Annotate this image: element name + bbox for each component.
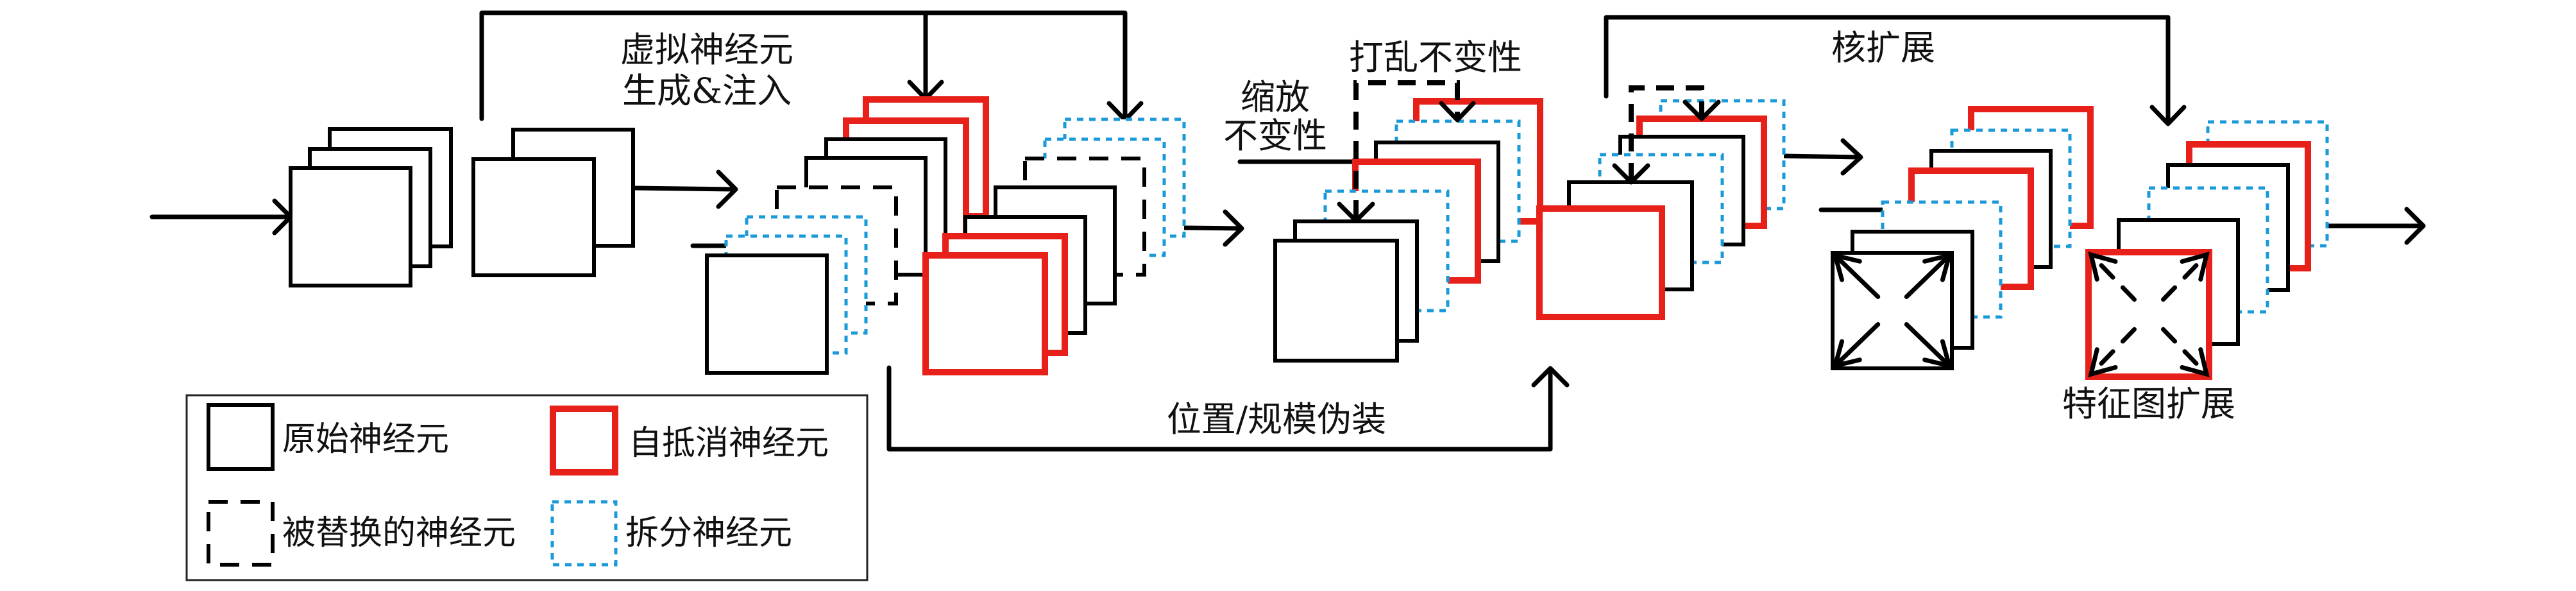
expand-arrow-head xyxy=(1832,252,1862,282)
feature-map-original xyxy=(1273,239,1399,363)
legend-label-self-cancel: 自抵消神经元 xyxy=(629,424,829,463)
expand-arrow-head xyxy=(1922,339,1953,369)
expand-arrow-shaft xyxy=(1904,253,1952,299)
featuremap-expand-arrows-icon xyxy=(2088,252,2210,377)
disguise-label: 位置/规模伪装 xyxy=(1167,399,1386,440)
legend-swatch-self-cancel xyxy=(550,406,618,475)
injection-bracket xyxy=(479,10,1144,123)
featuremap-expand-label: 特征图扩展 xyxy=(2062,384,2235,424)
feature-map-original xyxy=(705,253,829,375)
kernel-expand-arrows-icon xyxy=(1832,252,1953,369)
legend-label-original: 原始神经元 xyxy=(282,420,449,459)
expand-arrow-shaft xyxy=(2089,252,2137,302)
legend-label-split: 拆分神经元 xyxy=(625,514,792,552)
expand-arrow-head xyxy=(2180,252,2210,282)
expand-arrow-shaft xyxy=(1833,253,1881,299)
stack-featuremap-expanded xyxy=(2085,120,2329,380)
expand-arrow-head xyxy=(1922,252,1953,282)
expand-arrow-head xyxy=(1832,339,1862,369)
stack-virtual-injected-2 xyxy=(922,117,1186,375)
feature-map-original xyxy=(289,166,412,287)
expand-arrow-shaft xyxy=(1904,322,1952,368)
arrow-to-kernel-stage xyxy=(1782,138,1863,176)
virtual-neuron-label-line2: 生成&注入 xyxy=(622,71,792,111)
feature-map-original xyxy=(471,157,596,277)
feature-map-self-cancel xyxy=(1536,205,1665,320)
output-arrow xyxy=(2325,207,2426,245)
expand-arrow-head xyxy=(2088,252,2118,282)
expand-arrow-shaft xyxy=(2089,327,2137,377)
kernel-expand-bracket xyxy=(1604,15,2187,126)
expand-arrow-shaft xyxy=(1833,322,1881,368)
shuffle-invariance-label: 打乱不变性 xyxy=(1349,37,1522,78)
virtual-neuron-label-line1: 虚拟神经元 xyxy=(620,30,793,70)
arrow-to-injection xyxy=(631,169,738,209)
scale-invariance-label-line2: 不变性 xyxy=(1223,116,1327,156)
connectors xyxy=(149,10,2426,452)
expand-arrow-head xyxy=(2088,347,2118,377)
scale-invariance-label-line1: 缩放 xyxy=(1241,77,1310,117)
legend: 原始神经元 自抵消神经元 被替换的神经元 拆分神经元 xyxy=(185,394,869,581)
legend-swatch-replaced xyxy=(207,500,275,567)
shuffle-path-stage5 xyxy=(1612,85,1721,185)
labels: 虚拟神经元 生成&注入 缩放 不变性 打乱不变性 位置/规模伪装 核扩展 特征图… xyxy=(620,28,2235,440)
expand-arrow-shaft xyxy=(2161,252,2209,302)
kernel-expand-label: 核扩展 xyxy=(1831,28,1935,68)
disguise-bracket xyxy=(886,365,1570,452)
expand-arrow-shaft xyxy=(2161,327,2209,377)
feature-map-self-cancel xyxy=(922,252,1048,375)
shuffle-path-stage4 xyxy=(1337,80,1476,223)
stack-kernel-expanded xyxy=(1831,106,2094,370)
arrow-to-scale xyxy=(1182,209,1244,247)
legend-swatch-split xyxy=(550,500,618,567)
input-arrow xyxy=(149,198,293,236)
expand-arrow-head xyxy=(2180,347,2210,377)
stack-pruned-maps xyxy=(471,128,635,277)
stack-input-maps xyxy=(289,127,453,287)
stack-disguised xyxy=(1536,99,1786,320)
legend-frame xyxy=(185,394,869,581)
shuffle-paths xyxy=(1337,80,1721,223)
legend-label-replaced: 被替换的神经元 xyxy=(282,514,516,552)
stack-virtual-injected xyxy=(705,96,989,375)
legend-swatch-original xyxy=(207,403,275,471)
